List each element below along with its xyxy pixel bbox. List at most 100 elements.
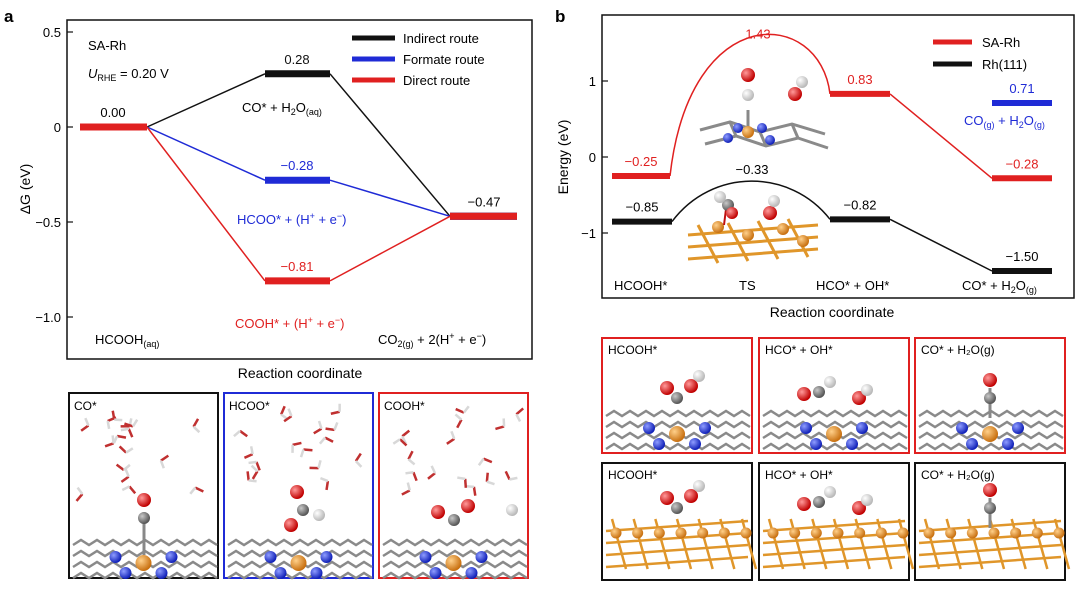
b-connector [890, 219, 992, 271]
water-bond [251, 446, 252, 454]
b-inset-1-1: HCOOH* [602, 338, 752, 453]
b-ytick-label: 0 [589, 150, 596, 165]
panel-b-y-axis-title: Energy (eV) [555, 120, 571, 195]
a-connector [330, 216, 450, 281]
hydrogen-atom [693, 370, 705, 382]
rh-atom [898, 528, 909, 539]
hydrogen-atom [824, 376, 836, 388]
nitrogen-atom [110, 551, 122, 563]
rh-atom [826, 426, 842, 442]
b-ts-curve [672, 181, 830, 221]
a-value-label: 0.28 [284, 52, 309, 67]
rh-atom [719, 528, 730, 539]
species-hcoo: HCOO* + (H+ + e−) [237, 211, 347, 227]
nitrogen-atom [856, 422, 868, 434]
water-bond [487, 473, 488, 482]
b-inset-label: HCO* + OH* [765, 468, 833, 482]
nitrogen-atom [810, 438, 822, 450]
nitrogen-atom [120, 567, 132, 579]
oxygen-atom [797, 497, 811, 511]
water-bond [466, 486, 474, 487]
b-value-label: 0.83 [847, 72, 872, 87]
rh-atom [632, 528, 643, 539]
rh-atom [789, 528, 800, 539]
b-value-label: −1.50 [1006, 249, 1039, 264]
carbon-atom [138, 512, 150, 524]
panel-a-catalyst-label: SA-Rh [88, 38, 126, 53]
species-co2: CO2(g) + 2(H+ + e−) [378, 331, 486, 349]
species-b-co-water: CO* + H2O(g) [962, 278, 1037, 295]
a-legend-label: Direct route [403, 73, 470, 88]
b-ts-curve [670, 34, 830, 176]
water-bond [405, 472, 413, 473]
hydrogen-atom [313, 509, 325, 521]
oxygen-atom [660, 491, 674, 505]
rh-atom [611, 528, 622, 539]
nitrogen-atom [166, 551, 178, 563]
nitrogen-atom [466, 567, 478, 579]
nitrogen-atom [1012, 422, 1024, 434]
nitrogen-atom [689, 438, 701, 450]
b-inset-label: HCO* + OH* [765, 343, 833, 357]
a-value-label: −0.28 [281, 158, 314, 173]
panel-a-y-axis-title: ΔG (eV) [17, 164, 33, 215]
nitrogen-atom [653, 438, 665, 450]
rh-atom [924, 528, 935, 539]
b-legend-label: SA-Rh [982, 35, 1020, 50]
species-b-co-gas: CO(g) + H2O(g) [964, 113, 1045, 130]
rh-atom [1010, 528, 1021, 539]
carbon-atom [448, 514, 460, 526]
rh-atom [654, 528, 665, 539]
panel-a-potential-label: URHE = 0.20 V [88, 66, 169, 83]
nitrogen-atom [321, 551, 333, 563]
a-ytick-label: 0.5 [43, 25, 61, 40]
nitrogen-atom [420, 551, 432, 563]
a-connector [330, 180, 450, 216]
panel-b-x-axis-title: Reaction coordinate [770, 304, 895, 320]
oxygen-atom [431, 505, 445, 519]
panel-b-letter: b [555, 7, 565, 26]
carbon-atom [813, 496, 825, 508]
rh-atom [989, 528, 1000, 539]
a-value-label: −0.81 [281, 259, 314, 274]
water-bond [113, 411, 115, 420]
rh-atom [811, 528, 822, 539]
nitrogen-atom [800, 422, 812, 434]
oxygen-atom [983, 373, 997, 387]
nitrogen-atom [966, 438, 978, 450]
a-value-label: 0.00 [100, 105, 125, 120]
nitrogen-atom [846, 438, 858, 450]
species-b-hcooh: HCOOH* [614, 278, 667, 293]
a-legend-label: Formate route [403, 52, 485, 67]
rh-atom [768, 528, 779, 539]
hydrogen-atom [861, 384, 873, 396]
water-bond [327, 481, 328, 490]
b-value-label: 0.71 [1009, 81, 1034, 96]
a-inset-3: COOH* [379, 393, 528, 579]
panel-a-letter: a [4, 7, 14, 26]
rh-atom [697, 528, 708, 539]
panel-b-y-axis: 10−1 [581, 74, 608, 241]
water-bond [248, 471, 249, 480]
a-inset-label: CO* [74, 399, 97, 413]
oxygen-atom [983, 483, 997, 497]
hydrogen-atom [506, 504, 518, 516]
a-connector [147, 127, 265, 281]
rh-atom [833, 528, 844, 539]
b-value-label: 1.43 [745, 26, 770, 41]
nitrogen-atom [265, 551, 277, 563]
a-ytick-label: 0 [54, 120, 61, 135]
ts-sa-rh-illustration [700, 68, 828, 148]
a-inset-label: COOH* [384, 399, 425, 413]
a-connector [330, 74, 450, 217]
hydrogen-atom [824, 486, 836, 498]
rh-atom [136, 555, 152, 571]
a-legend-label: Indirect route [403, 31, 479, 46]
b-inset-1-3: CO* + H₂O(g) [915, 338, 1065, 453]
oxygen-atom [461, 499, 475, 513]
rh-atom [982, 426, 998, 442]
water-bond [303, 449, 312, 450]
